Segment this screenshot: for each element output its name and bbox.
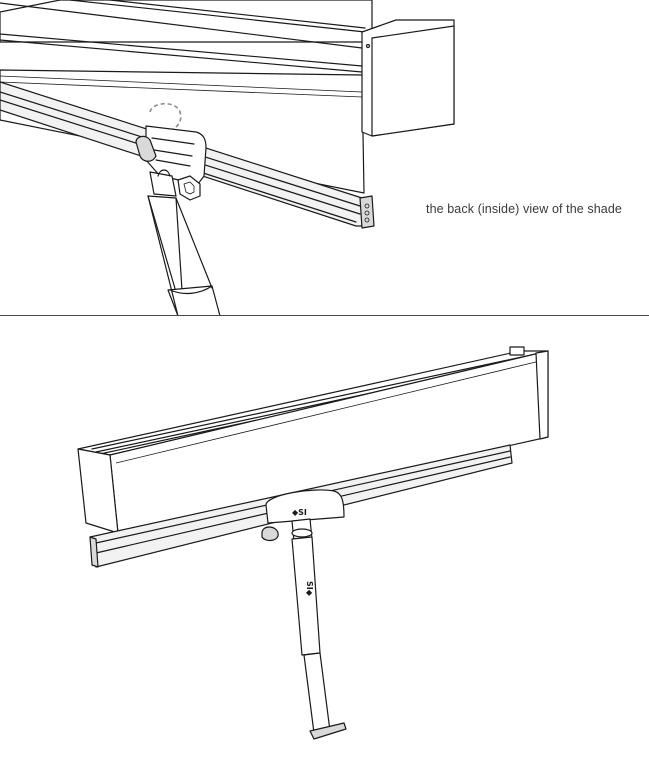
pole-foot <box>309 722 347 740</box>
end-cap-face <box>371 25 455 137</box>
headrail-top-face <box>0 0 373 43</box>
pole-logo: SI◆ <box>305 581 314 597</box>
shade-back-view-with-pole-illustration <box>0 0 455 316</box>
panel-divider <box>0 315 649 316</box>
bracket-logo: ◆SI <box>292 508 307 517</box>
hex-knob-icon <box>177 175 201 201</box>
pole-grip <box>167 285 221 316</box>
front-view-panel: ◆SI SI◆ <box>0 317 649 760</box>
hook-bracket <box>265 489 345 524</box>
hook-clip <box>135 135 157 162</box>
pole-lower <box>303 652 331 734</box>
pole-upper <box>291 536 321 656</box>
right-end-cap <box>535 350 549 440</box>
back-view-panel: the back (inside) view of the shade <box>0 0 649 316</box>
side-knob-icon <box>261 526 279 542</box>
right-cap-tab <box>509 346 525 356</box>
back-view-caption: the back (inside) view of the shade <box>426 202 622 216</box>
rail-end-cap <box>359 195 375 229</box>
pole-head <box>149 171 177 197</box>
pole-upper <box>147 195 183 293</box>
rail-end-left <box>89 536 99 568</box>
shade-front-view-with-pole-illustration: ◆SI SI◆ <box>77 346 549 740</box>
